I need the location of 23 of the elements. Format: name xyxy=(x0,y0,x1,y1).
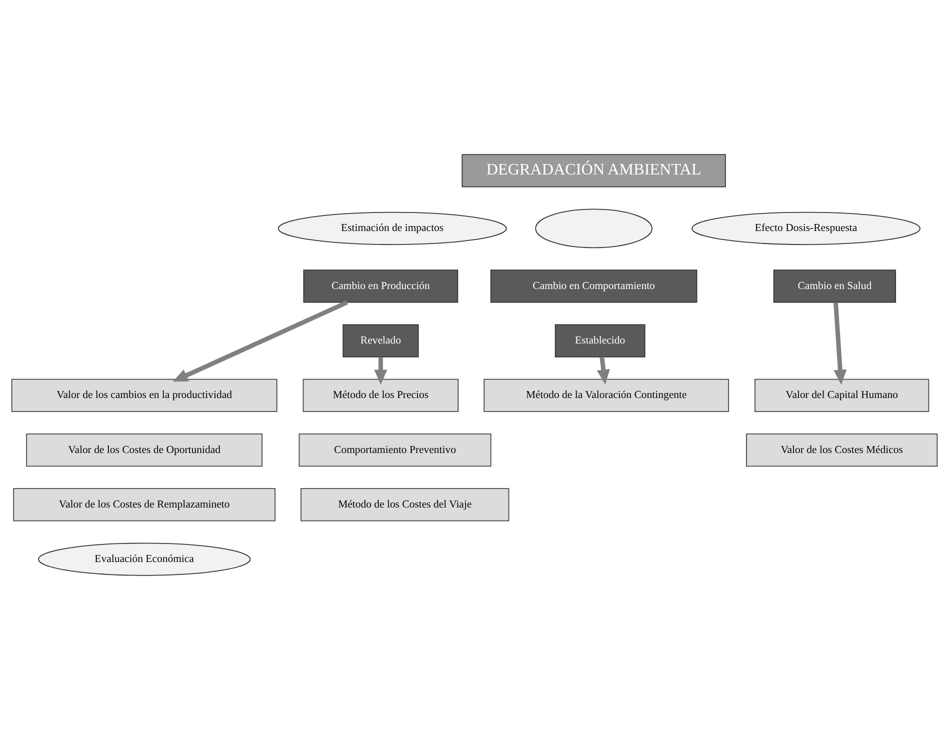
node-box: Comportamiento Preventivo xyxy=(298,433,492,466)
node-box: Establecido xyxy=(554,324,646,357)
arrow xyxy=(833,302,847,384)
arrow xyxy=(374,356,388,384)
node-box: Valor de los cambios en la productividad xyxy=(11,378,278,412)
node-box: Valor de los Costes de Remplazamineto xyxy=(13,488,276,521)
node-box: Valor de los Costes Médicos xyxy=(746,433,938,466)
node-ellipse: Efecto Dosis-Respuesta xyxy=(692,211,920,245)
node-box: Método de la Valoración Contingente xyxy=(484,378,730,412)
arrow xyxy=(596,356,610,384)
node-cloud xyxy=(535,208,652,248)
node-ellipse: Evaluación Económica xyxy=(38,542,251,576)
node-box: Valor del Capital Humano xyxy=(754,378,930,412)
node-box: DEGRADACIÓN AMBIENTAL xyxy=(462,154,726,187)
arrow xyxy=(172,300,348,382)
node-box: Revelado xyxy=(342,324,419,357)
node-box: Cambio en Comportamiento xyxy=(490,269,698,302)
node-box: Valor de los Costes de Oportunidad xyxy=(26,433,263,466)
node-box: Método de los Costes del Viaje xyxy=(300,488,510,521)
node-ellipse: Estimación de impactos xyxy=(278,211,507,245)
node-box: Cambio en Producción xyxy=(303,269,458,302)
node-box: Cambio en Salud xyxy=(773,269,896,302)
node-box: Método de los Precios xyxy=(302,378,459,412)
